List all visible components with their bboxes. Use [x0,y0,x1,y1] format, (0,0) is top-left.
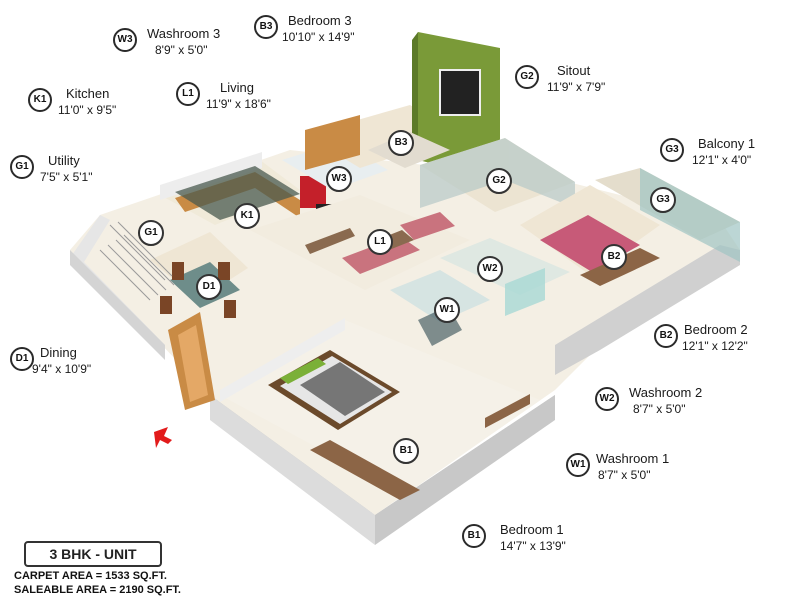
room-dimension: 11'9" x 18'6" [206,97,271,111]
saleable-area: SALEABLE AREA = 2190 SQ.FT. [14,584,181,596]
bedroom3-window [439,69,481,116]
dining-chair [172,262,184,280]
entry-arrow [154,427,172,448]
plan-marker-balcony1: G3 [650,187,676,213]
kitchen-back-wall [160,152,262,200]
room-dimension: 10'10" x 14'9" [282,30,355,44]
living-floor [250,195,470,290]
plan-marker-bedroom2: B2 [601,244,627,270]
entry-door-panel [178,325,208,402]
dining-chair [224,300,236,318]
plan-marker-bedroom3: B3 [388,130,414,156]
room-code-badge: G1 [10,155,34,179]
room-code-badge: K1 [28,88,52,112]
room-code-badge: W3 [113,28,137,52]
room-dimension: 8'9" x 5'0" [155,43,208,57]
room-dimension: 8'7" x 5'0" [598,468,651,482]
room-code-badge: L1 [176,82,200,106]
plan-marker-dining: D1 [196,274,222,300]
plan-marker-living: L1 [367,229,393,255]
room-dimension: 12'1" x 12'2" [682,339,748,353]
plan-marker-washroom3: W3 [326,166,352,192]
room-dimension: 9'4" x 10'9" [32,362,92,376]
room-name: Washroom 2 [629,385,703,400]
room-code-badge: W1 [566,453,590,477]
unit-type-badge: 3 BHK - UNIT [24,541,162,567]
living-tv-unit [305,228,355,254]
room-dimension: 11'9" x 7'9" [547,80,606,94]
bedroom1-wardrobe [485,394,530,428]
bedroom1-floor [220,320,540,495]
room-code-badge: B1 [462,524,486,548]
bedroom3-accent-wall-side [412,32,418,162]
wall-bedroom1-front [210,395,375,545]
room-name: Washroom 1 [596,451,670,466]
bedroom1-pillows [280,358,326,384]
room-dimension: 12'1" x 4'0" [692,153,752,167]
kitchen-countertop [175,166,300,220]
dining-chair [160,296,172,314]
bedroom1-back-wall [220,318,345,402]
wall-bedroom2-right [555,245,740,375]
room-code-badge: G3 [660,138,684,162]
bedroom3-wardrobe [305,115,360,170]
room-name: Dining [40,345,77,360]
bedroom1-bed-pattern [300,362,385,416]
room-dimension: 8'7" x 5'0" [633,402,686,416]
plan-marker-kitchen: K1 [234,203,260,229]
washroom1-floor [390,270,490,322]
living-sofa [342,236,420,274]
room-name: Bedroom 2 [684,322,748,337]
room-dimension: 7'5" x 5'1" [40,170,93,184]
room-code-badge: D1 [10,347,34,371]
room-code-badge: B2 [654,324,678,348]
bedroom1-bench [310,440,420,500]
room-name: Sitout [557,63,591,78]
room-code-badge: W2 [595,387,619,411]
room-dimension: 14'7" x 13'9" [500,539,566,553]
staircase [99,221,175,301]
carpet-area: CARPET AREA = 1533 SQ.FT. [14,570,167,582]
plan-marker-bedroom1: B1 [393,438,419,464]
dining-chair [218,262,230,280]
room-dimension: 11'0" x 9'5" [58,103,117,117]
room-name: Balcony 1 [698,136,756,151]
room-name: Living [220,80,254,95]
washroom2-glass [505,268,545,316]
room-name: Kitchen [66,86,110,101]
plan-marker-washroom1: W1 [434,297,460,323]
sitout-glass-railing [420,138,575,208]
plan-marker-washroom2: W2 [477,256,503,282]
room-name: Bedroom 1 [500,522,564,537]
plan-marker-utility: G1 [138,220,164,246]
room-name: Washroom 3 [147,26,221,41]
room-code-badge: G2 [515,65,539,89]
plan-marker-sitout: G2 [486,168,512,194]
living-sofa [400,212,455,240]
room-name: Utility [48,153,80,168]
wall-bedroom1-right [375,395,555,545]
room-name: Bedroom 3 [288,13,352,28]
wall-front-left [70,250,165,360]
room-code-badge: B3 [254,15,278,39]
